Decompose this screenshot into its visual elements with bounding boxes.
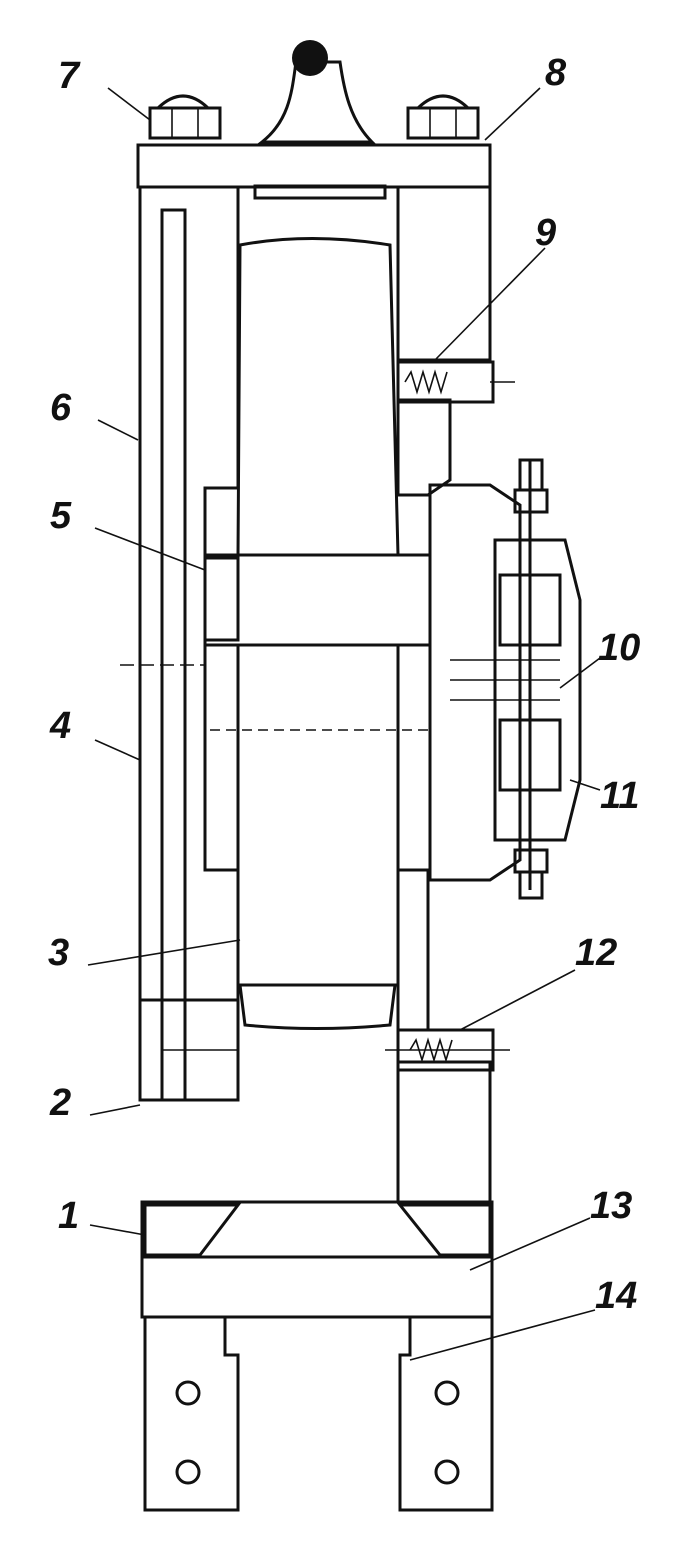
leader-lines [87,87,601,1361]
callout-labels: 7 8 9 6 5 10 4 11 3 12 2 1 13 14 [48,52,640,1317]
callout-11: 11 [600,775,639,817]
callout-5: 5 [50,495,72,537]
valve-body [428,458,582,900]
callout-2: 2 [49,1082,71,1124]
bottom-lug-left [143,1315,240,1512]
callout-8: 8 [545,52,567,94]
nut-left [148,94,222,140]
callout-12: 12 [575,932,617,974]
callout-7: 7 [58,55,81,97]
callout-14: 14 [595,1275,637,1317]
top-crossbar [136,40,492,200]
callout-4: 4 [49,705,71,747]
callout-13: 13 [590,1185,632,1227]
callout-3: 3 [48,932,69,974]
nut-right [406,94,480,140]
spring-valve-upper [396,360,515,404]
spring-valve-lower [385,1028,510,1072]
bottom-lug-right [398,1315,494,1512]
callout-10: 10 [598,627,640,669]
base-plate [140,1200,494,1319]
callout-9: 9 [535,212,556,254]
callout-1: 1 [58,1195,79,1237]
callout-6: 6 [50,387,72,429]
